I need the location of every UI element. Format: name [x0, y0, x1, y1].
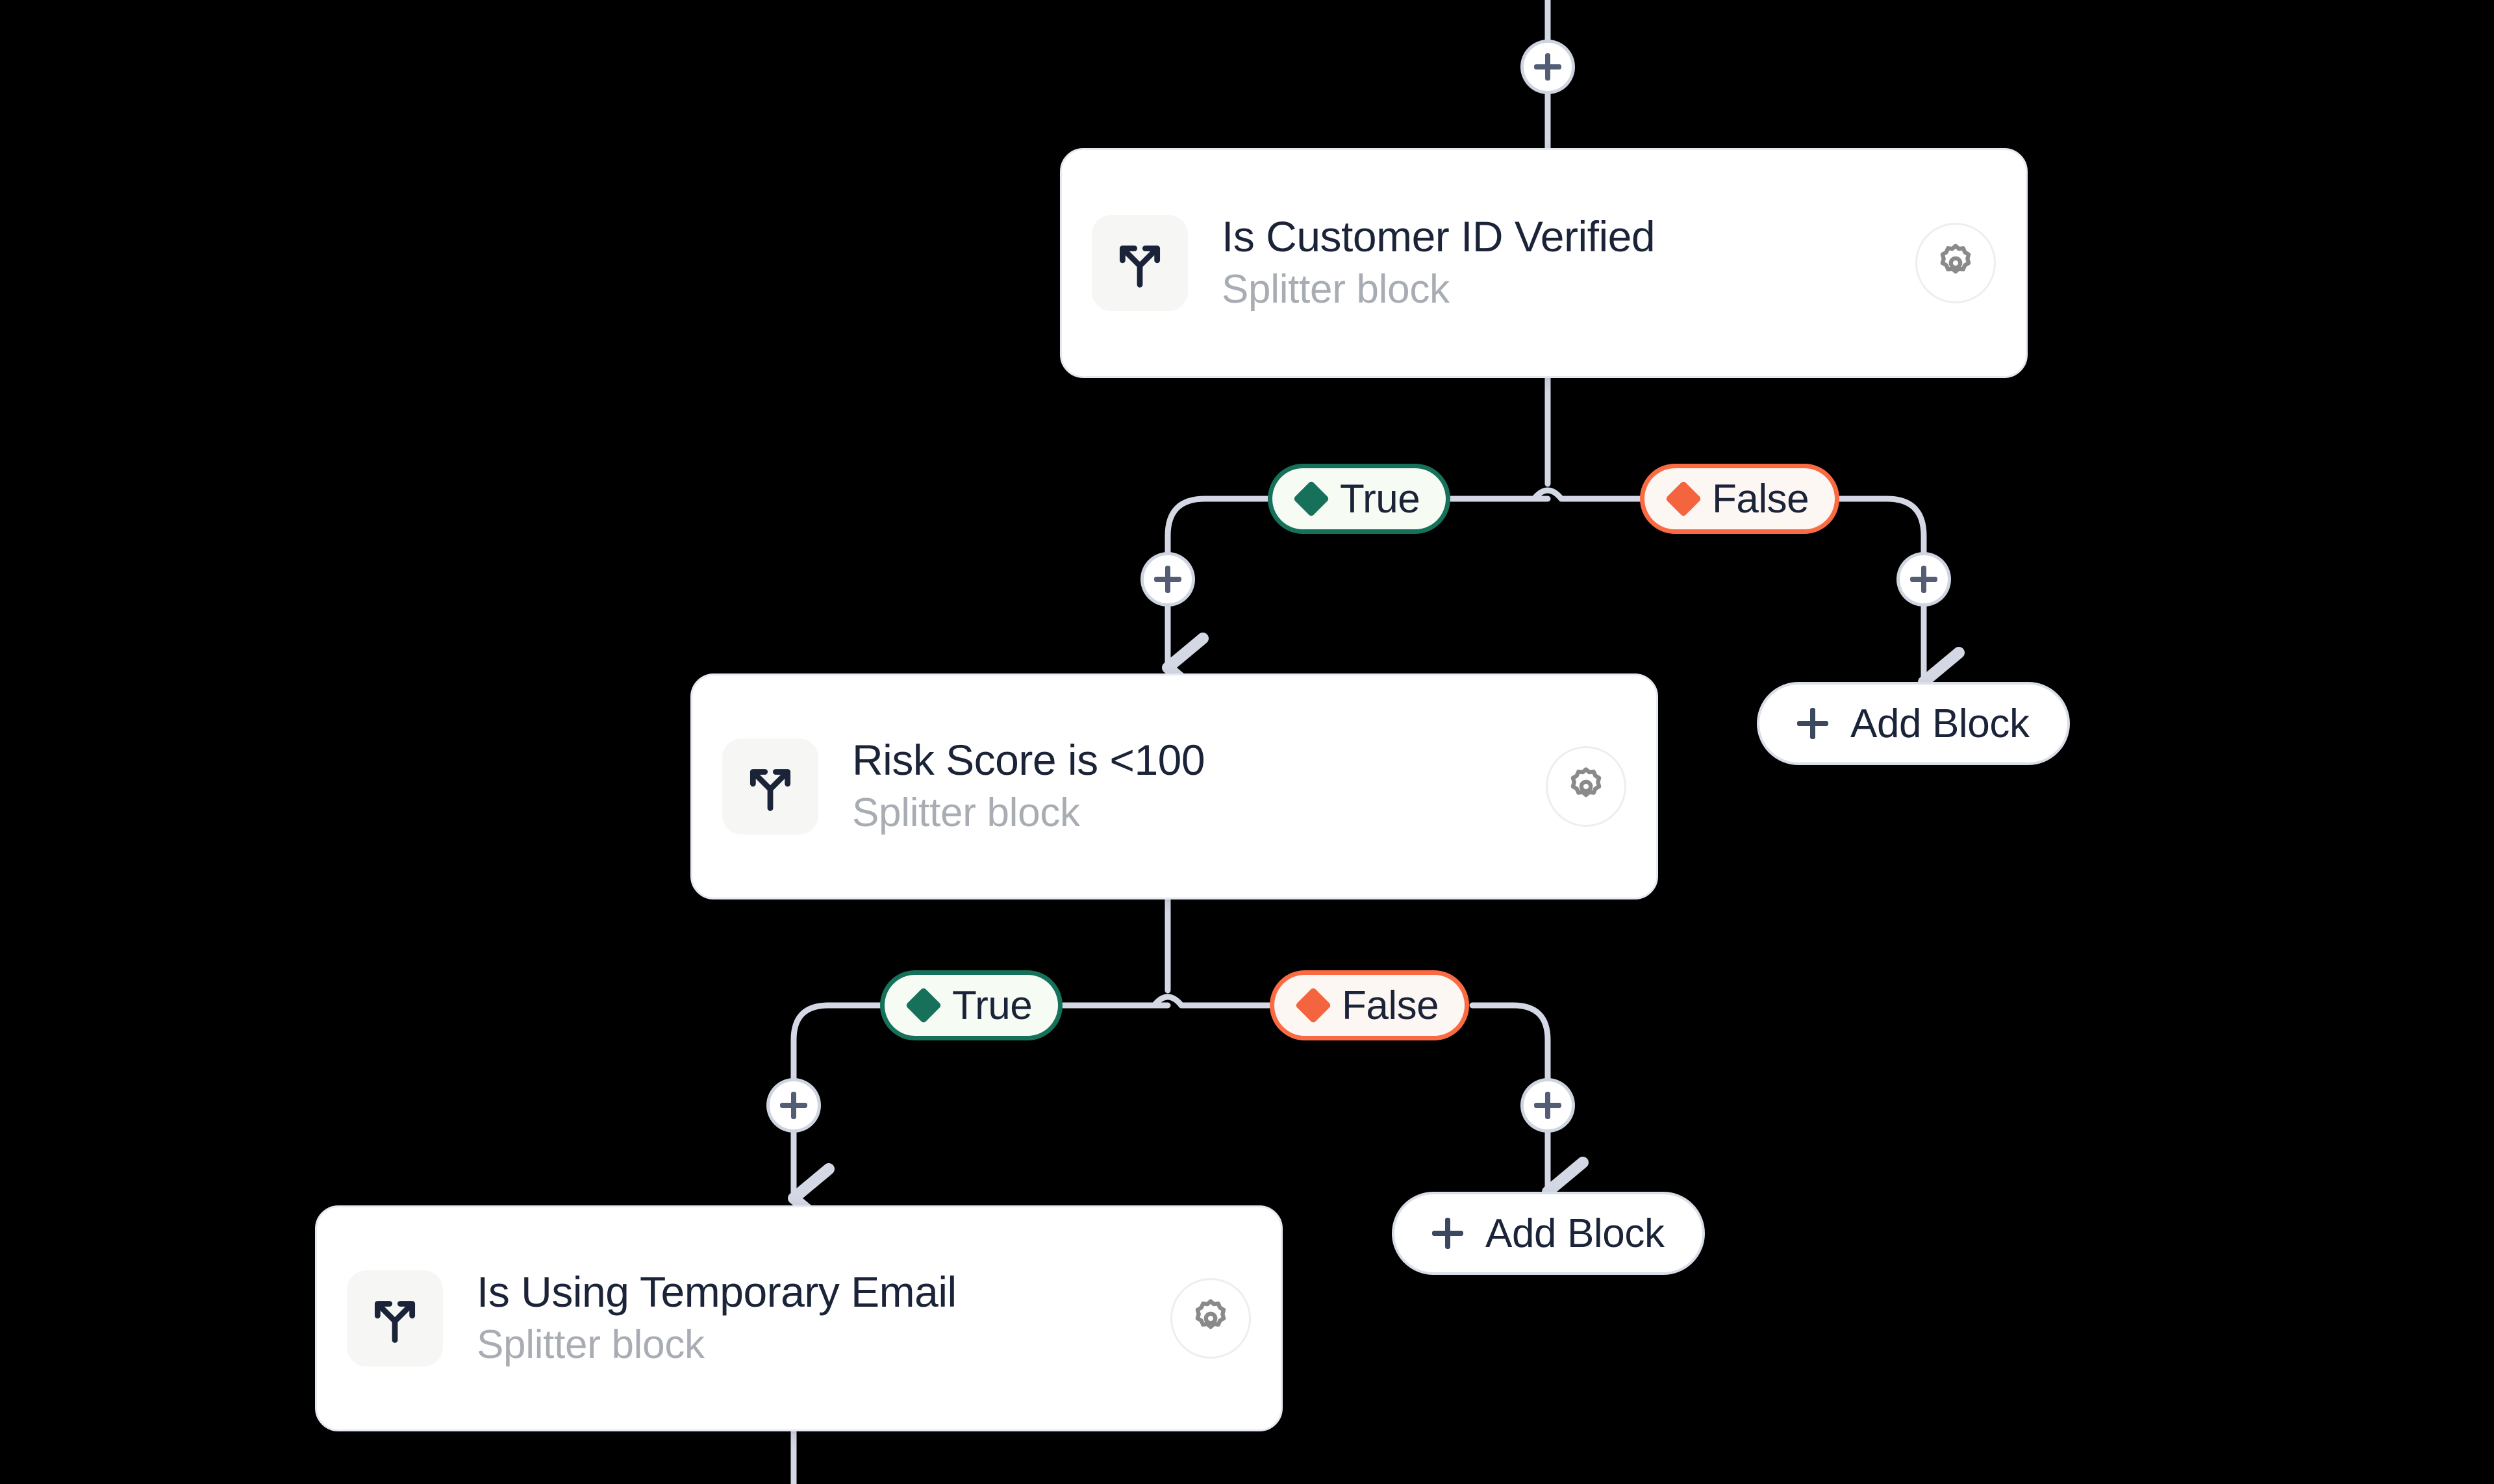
plus-icon	[1797, 708, 1828, 739]
branch-label-text: False	[1712, 476, 1809, 522]
block-subtitle: Splitter block	[1222, 267, 1450, 312]
plus-icon-v	[1545, 1092, 1550, 1119]
gear-icon[interactable]	[1915, 223, 1996, 303]
branch-label-false[interactable]: False	[1640, 464, 1840, 534]
plus-icon-v	[1545, 53, 1550, 81]
block-title: Risk Score is <100	[852, 736, 1205, 785]
diamond-icon	[1294, 987, 1332, 1024]
splitter-fork-icon	[347, 1270, 443, 1366]
gear-icon[interactable]	[1546, 746, 1626, 827]
diamond-icon	[905, 987, 942, 1024]
plus-icon-v	[1165, 566, 1170, 593]
gear-icon[interactable]	[1170, 1278, 1251, 1359]
add-block-label: Add Block	[1850, 701, 2030, 746]
block-subtitle: Splitter block	[477, 1322, 705, 1368]
block-text-group: Is Using Temporary Email Splitter block	[477, 1268, 1155, 1368]
splitter-fork-icon	[1092, 215, 1188, 311]
branch-label-true[interactable]: True	[1268, 464, 1451, 534]
block-text-group: Risk Score is <100 Splitter block	[852, 736, 1530, 836]
plus-node-root[interactable]	[1520, 40, 1575, 94]
branch-label-text: True	[1340, 476, 1420, 522]
splitter-fork-icon	[722, 738, 818, 835]
plus-node-branch2-true[interactable]	[766, 1078, 821, 1133]
diamond-icon	[1292, 480, 1330, 518]
diamond-icon	[1665, 480, 1702, 518]
add-block-label: Add Block	[1485, 1211, 1665, 1256]
plus-icon-v	[791, 1092, 796, 1119]
block-subtitle: Splitter block	[852, 790, 1080, 836]
block-text-group: Is Customer ID Verified Splitter block	[1222, 212, 1900, 312]
block-title: Is Using Temporary Email	[477, 1268, 957, 1316]
branch-label-text: True	[952, 983, 1033, 1028]
add-block-button[interactable]: Add Block	[1757, 682, 2070, 765]
splitter-block-card[interactable]: Is Customer ID Verified Splitter block	[1060, 148, 2028, 378]
branch-label-false[interactable]: False	[1270, 970, 1470, 1040]
block-title: Is Customer ID Verified	[1222, 212, 1656, 261]
plus-node-branch1-false[interactable]	[1896, 552, 1951, 607]
splitter-block-card[interactable]: Is Using Temporary Email Splitter block	[315, 1205, 1283, 1431]
plus-node-branch1-true[interactable]	[1140, 552, 1195, 607]
plus-icon-v	[1921, 566, 1926, 593]
splitter-block-card[interactable]: Risk Score is <100 Splitter block	[690, 673, 1658, 899]
branch-label-text: False	[1342, 983, 1439, 1028]
branch-label-true[interactable]: True	[880, 970, 1063, 1040]
add-block-button[interactable]: Add Block	[1392, 1192, 1705, 1275]
plus-icon	[1432, 1218, 1463, 1249]
plus-node-branch2-false[interactable]	[1520, 1078, 1575, 1133]
